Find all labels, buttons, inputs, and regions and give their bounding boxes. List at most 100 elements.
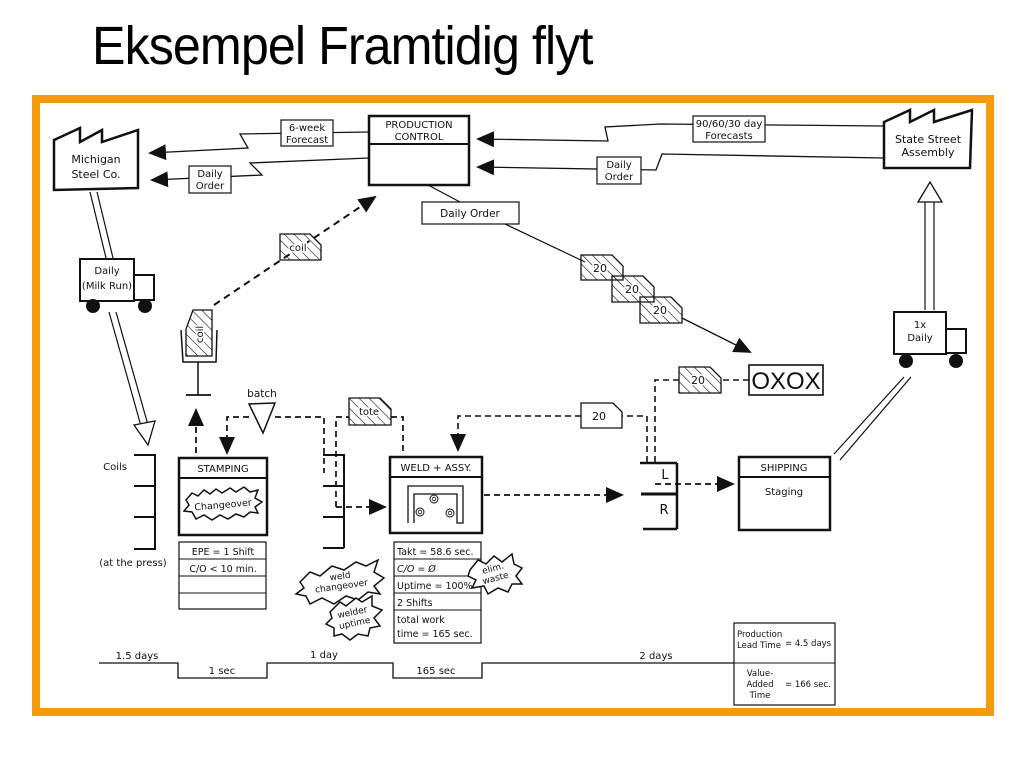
wait-time-label: 1 day [310,650,338,661]
stamping-name: STAMPING [197,464,248,475]
kaizen-welder-uptime: welder uptime [324,594,384,641]
truck-icon [893,311,947,355]
weld-data-row: C/O = Ø [397,564,436,575]
value-added-label: Value- [747,669,773,679]
customer-name-line1: State Street [895,133,962,146]
kanban-count: 20 [592,410,606,423]
kaizen-label: weld [329,571,351,584]
production-control-line1: PRODUCTION [385,120,452,131]
kaizen-burst-icon [294,558,386,606]
tote-label: tote [359,407,379,418]
value-added-label: Added [746,680,773,690]
six-week-forecast-line1: 6-week [289,123,325,134]
kaizen-elim-waste: elim. waste [467,552,524,596]
outbound-truck-line1: 1x [914,320,926,331]
info-flow-daily-order-from-customer: Daily Order [476,153,885,185]
kanban-icon [639,296,683,324]
lead-time-value: = 4.5 days [785,639,832,649]
production-control: PRODUCTION CONTROL [367,114,471,187]
inbound-truck-line1: Daily [94,266,119,277]
supermarket-note: (at the press) [99,558,167,569]
stamping-data-row: EPE = 1 Shift [192,547,255,558]
weld-data-row: total work [397,615,445,626]
customer-factory: State Street Assembly [882,107,974,170]
process-time-label: 165 sec [416,666,455,677]
diagram-frame [32,95,994,716]
inbound-truck-line2: (Milk Run) [82,281,132,292]
weld-data-box: Takt = 58.6 sec. C/O = Ø Uptime = 100% 2… [393,541,482,644]
kanban-count: 20 [653,304,667,317]
kaizen-burst-icon [182,486,264,521]
leveling-box-label: OXOX [751,368,820,395]
kanban-count: 20 [691,374,705,387]
leveling-box: OXOX [748,364,824,396]
daily-order-leveling-label: Daily Order [440,208,500,220]
six-week-forecast-line2: Forecast [286,135,328,146]
factory-icon [882,107,974,170]
lane-right-label: R [659,503,668,518]
process-stamping: STAMPING Changeover [177,456,269,537]
info-flow-forecast-from-customer: 90/60/30 day Forecasts [476,115,885,148]
leveling-kanban-loop: 20 [654,366,749,462]
coil-post-label: coil [195,326,206,343]
lead-time-label: Lead Time [737,641,781,651]
production-kanban-loop: 20 [450,402,648,462]
work-cell-icon [407,485,464,524]
weld-data-row: Uptime = 100% [397,581,473,592]
value-added-label: Time [749,691,771,701]
stamping-kaizen-label: Changeover [194,498,252,514]
kaizen-weld-changeover: weld changeover [294,558,386,606]
stamping-data-box: EPE = 1 Shift C/O < 10 min. [178,541,267,610]
customer-name-line2: Assembly [901,146,955,159]
wait-time-label: 1.5 days [116,651,159,662]
kanban-count: 20 [625,283,639,296]
lane-left-label: L [661,468,669,483]
batch-loop: batch [219,388,325,473]
coil-signal-loop: coil [213,195,377,306]
lead-time-ladder: 1.5 days 1 day 2 days 1 sec 165 sec [99,650,735,679]
kaizen-burst-icon [467,552,524,596]
weld-data-row: time = 165 sec. [397,629,473,640]
kanban-icon [580,402,623,429]
tote-loop: tote [335,397,404,515]
weld-name: WELD + ASSY. [400,463,471,474]
kanban-icon [678,366,722,394]
supermarket-coils: Coils (at the press) [99,454,167,569]
inbound-shipment-arrow [89,191,156,447]
kaizen-burst-icon [324,594,384,641]
coil-signal-label: coil [289,243,306,254]
supermarket-label: Coils [103,462,127,473]
shipping-name: SHIPPING [760,463,807,474]
daily-order-customer-line2: Order [605,172,634,183]
kanban-count: 20 [593,262,607,275]
kanban-icon [611,275,655,303]
fifo-lanes: L R [640,461,735,531]
kanban-post: coil [180,309,218,463]
load-leveling-triangle-icon [247,402,277,435]
supermarket-intermediate [323,454,345,549]
info-flow-daily-order-to-supplier: Daily Order [150,157,370,194]
wait-time-label: 2 days [639,651,672,662]
daily-order-to-leveling: Daily Order [421,184,586,263]
process-weld-assy: WELD + ASSY. [388,455,484,535]
process-shipping: SHIPPING Staging [737,455,832,532]
kanban-icon [279,233,322,261]
kanban-icon [185,309,213,357]
inbound-truck: Daily (Milk Run) [79,258,155,313]
withdrawal-kanban-stack: 20 20 20 [580,254,752,353]
outbound-truck: 1x Daily [893,311,967,368]
weld-data-row: 2 Shifts [397,598,433,609]
supplier-name-line1: Michigan [71,153,120,166]
production-control-line2: CONTROL [395,132,444,143]
weld-data-row: Takt = 58.6 sec. [396,547,474,558]
lead-time-summary: Production Lead Time = 4.5 days Value- A… [733,622,836,706]
kanban-icon [580,254,624,281]
daily-order-supplier-line2: Order [196,181,225,192]
lead-time-label: Production [737,630,782,640]
slide-title: Eksempel Framtidig flyt [92,16,593,76]
supplier-factory: Michigan Steel Co. [52,126,140,192]
outbound-truck-line2: Daily [907,333,932,344]
process-time-label: 1 sec [209,666,235,677]
value-added-value: = 166 sec. [785,680,831,690]
